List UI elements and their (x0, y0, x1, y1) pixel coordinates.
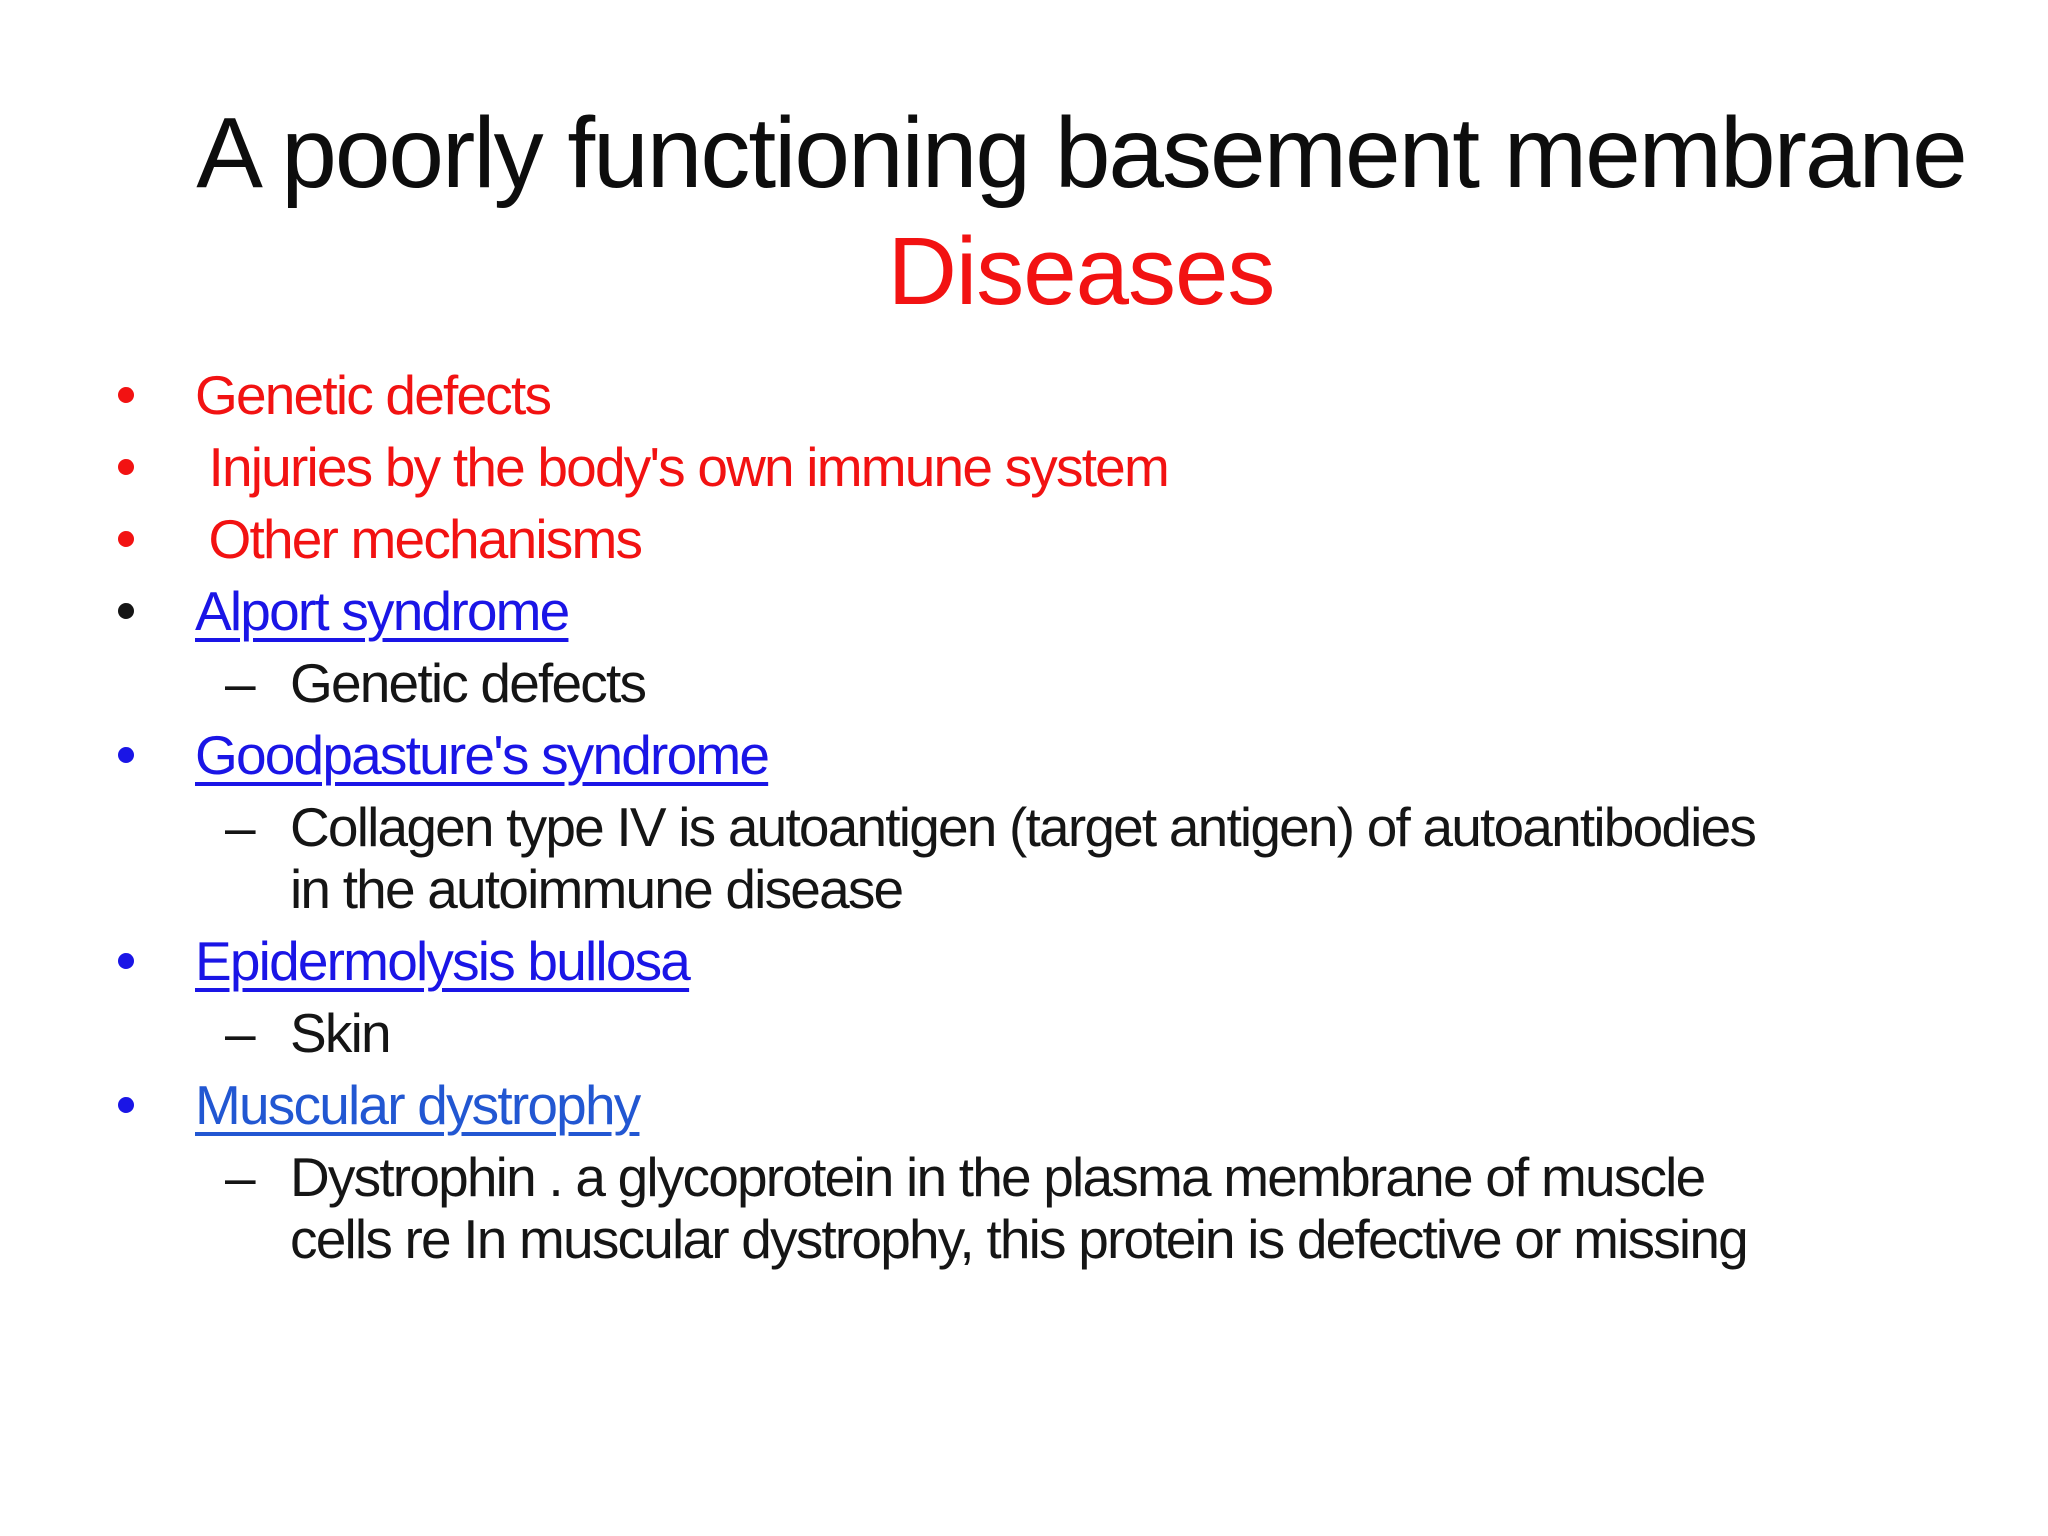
page-subtitle: Diseases (887, 218, 1276, 325)
bullet-text: Genetic defects (290, 652, 647, 714)
bullet-dot-icon (118, 459, 134, 475)
bullet-item: Other mechanisms (0, 508, 2048, 570)
bullet-item: Epidermolysis bullosa (0, 930, 2048, 992)
bullet-dot-icon (118, 531, 134, 547)
bullet-dot-icon (118, 1097, 134, 1113)
disease-link[interactable]: Goodpasture's syndrome (195, 724, 770, 786)
disease-link[interactable]: Epidermolysis bullosa (195, 930, 691, 992)
bullet-text: Genetic defects (195, 364, 552, 426)
sub-bullet-item: –Collagen type IV is autoantigen (target… (0, 796, 2048, 920)
bullet-dot-icon (118, 603, 134, 619)
bullet-list: Genetic defects Injuries by the body's o… (0, 364, 2048, 1280)
bullet-dot-icon (118, 387, 134, 403)
bullet-item: Injuries by the body's own immune system (0, 436, 2048, 498)
disease-link[interactable]: Alport syndrome (195, 580, 570, 642)
bullet-text: Skin (290, 1002, 392, 1064)
sub-bullet-item: –Skin (0, 1002, 2048, 1064)
bullet-dash-icon: – (225, 652, 256, 714)
bullet-item: Genetic defects (0, 364, 2048, 426)
bullet-dash-icon: – (225, 1002, 256, 1064)
bullet-item: Muscular dystrophy (0, 1074, 2048, 1136)
bullet-item: Goodpasture's syndrome (0, 724, 2048, 786)
bullet-item: Alport syndrome (0, 580, 2048, 642)
bullet-dot-icon (118, 747, 134, 763)
bullet-dot-icon (118, 953, 134, 969)
bullet-text: Other mechanisms (195, 508, 643, 570)
page-title: A poorly functioning basement membrane (196, 97, 1968, 209)
disease-link[interactable]: Muscular dystrophy (195, 1074, 641, 1136)
sub-bullet-item: –Genetic defects (0, 652, 2048, 714)
bullet-dash-icon: – (225, 796, 256, 858)
bullet-dash-icon: – (225, 1146, 256, 1208)
bullet-text: Dystrophin . a glycoprotein in the plasm… (290, 1146, 1749, 1270)
bullet-text: Injuries by the body's own immune system (195, 436, 1169, 498)
slide-title: A poorly functioning basement membrane D… (57, 92, 2048, 330)
bullet-text: Collagen type IV is autoantigen (target … (290, 796, 1757, 920)
sub-bullet-item: –Dystrophin . a glycoprotein in the plas… (0, 1146, 2048, 1270)
